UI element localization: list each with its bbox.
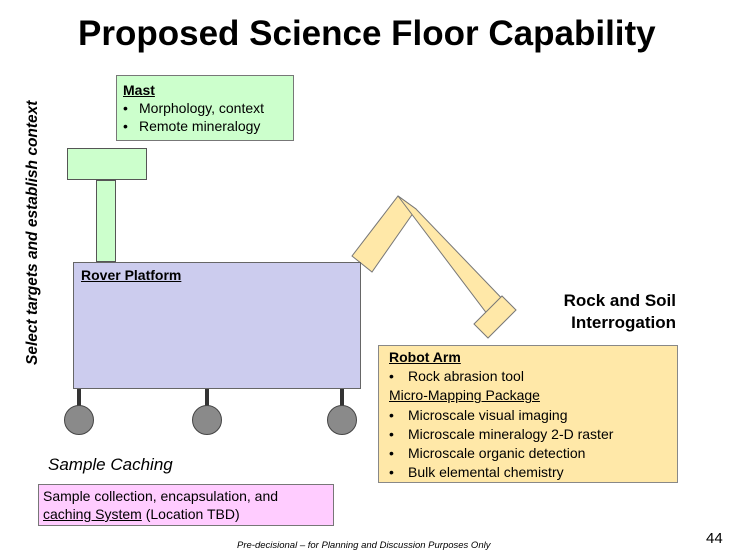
robot-arm-header: Robot Arm (389, 349, 461, 365)
micro-mapping-item-text: Bulk elemental chemistry (408, 464, 564, 481)
caching-system-text: caching System (43, 506, 142, 522)
mast-header: Mast (123, 82, 155, 98)
micro-mapping-item: Bulk elemental chemistry (389, 463, 667, 482)
sample-caching-label: Sample Caching (48, 455, 173, 474)
wheel (327, 405, 357, 435)
micro-mapping-header: Micro-Mapping Package (389, 387, 540, 404)
micro-mapping-item: Microscale mineralogy 2-D raster (389, 425, 667, 444)
micro-mapping-item: Microscale visual imaging (389, 406, 667, 425)
mast-item-text: Remote mineralogy (139, 118, 261, 134)
wheel (64, 405, 94, 435)
mast-item: Morphology, context (123, 99, 287, 117)
rock-soil-label: Rock and Soil Interrogation (520, 290, 676, 334)
micro-mapping-item-text: Microscale organic detection (408, 445, 586, 462)
caching-location-text: (Location TBD) (141, 506, 240, 522)
wheel (192, 405, 222, 435)
sample-caching-box: Sample collection, encapsulation, and ca… (38, 484, 334, 526)
caching-box-line1: Sample collection, encapsulation, and (43, 488, 279, 504)
mast-pole-shape (96, 180, 116, 262)
page-number: 44 (706, 530, 723, 547)
micro-mapping-item-text: Microscale visual imaging (408, 406, 568, 423)
robot-arm-item: Rock abrasion tool (389, 367, 667, 386)
mast-item: Remote mineralogy (123, 117, 287, 135)
slide-title: Proposed Science Floor Capability (78, 14, 656, 53)
micro-mapping-item-text: Microscale mineralogy 2-D raster (408, 425, 614, 442)
mast-item-text: Morphology, context (139, 100, 265, 116)
mast-head-shape (67, 148, 147, 180)
rock-soil-line2: Interrogation (571, 313, 676, 332)
wheel-stem (340, 389, 344, 411)
wheel-stem (205, 389, 209, 411)
micro-mapping-item: Microscale organic detection (389, 444, 667, 463)
mast-info-box: Mast Morphology, context Remote mineralo… (116, 75, 294, 141)
robot-arm-item-text: Rock abrasion tool (408, 368, 524, 385)
arm-end-effector (473, 295, 517, 339)
wheel-stem (77, 389, 81, 411)
footer-disclaimer: Pre-decisional – for Planning and Discus… (237, 540, 491, 551)
caching-box-line2: caching System (Location TBD) (43, 505, 329, 523)
rover-platform-shape (73, 262, 361, 389)
rock-soil-line1: Rock and Soil (563, 291, 676, 310)
rover-platform-label: Rover Platform (81, 267, 182, 283)
robot-arm-info-box: Robot Arm Rock abrasion tool Micro-Mappi… (378, 345, 678, 483)
